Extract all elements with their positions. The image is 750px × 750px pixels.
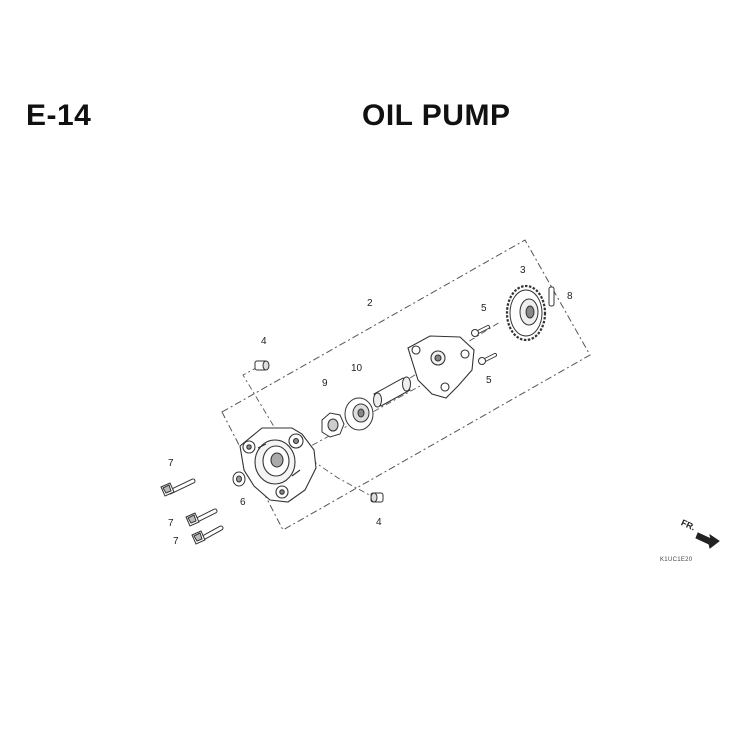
driven-sprocket — [505, 284, 547, 342]
callout-3: 3 — [520, 265, 526, 276]
diagram-code: K1UC1E20 — [660, 557, 693, 563]
callout-7-middle: 7 — [168, 518, 174, 529]
callout-7-top: 7 — [168, 458, 174, 469]
direction-arrow-icon — [695, 532, 720, 549]
pump-cover-plate — [407, 335, 475, 399]
callout-6: 6 — [240, 497, 246, 508]
dowel-pin-upper — [254, 360, 270, 371]
callout-7-bottom: 7 — [173, 536, 179, 547]
outer-rotor — [344, 397, 374, 431]
flange-bolt-bottom — [191, 525, 224, 545]
callout-4-upper: 4 — [261, 336, 267, 347]
callout-5-lower: 5 — [486, 375, 492, 386]
key-pin — [548, 286, 555, 307]
screw-lower — [478, 353, 497, 365]
callout-5-upper: 5 — [481, 303, 487, 314]
flange-bolt-middle — [185, 508, 218, 527]
oil-pump-body — [239, 427, 317, 503]
screw-upper — [471, 325, 490, 337]
section-code: E-14 — [26, 99, 92, 132]
diagram-title: OIL PUMP — [362, 99, 511, 132]
inner-rotor — [321, 412, 345, 438]
callout-10: 10 — [351, 363, 363, 374]
callout-8: 8 — [567, 291, 573, 302]
callout-4-lower: 4 — [376, 517, 382, 528]
assembly-boundary — [221, 239, 591, 531]
flange-bolt-top — [160, 478, 196, 497]
collar — [232, 471, 246, 487]
callout-2: 2 — [367, 298, 373, 309]
dowel-pin-lower — [370, 492, 384, 503]
pump-shaft — [373, 376, 411, 408]
callout-9: 9 — [322, 378, 328, 389]
